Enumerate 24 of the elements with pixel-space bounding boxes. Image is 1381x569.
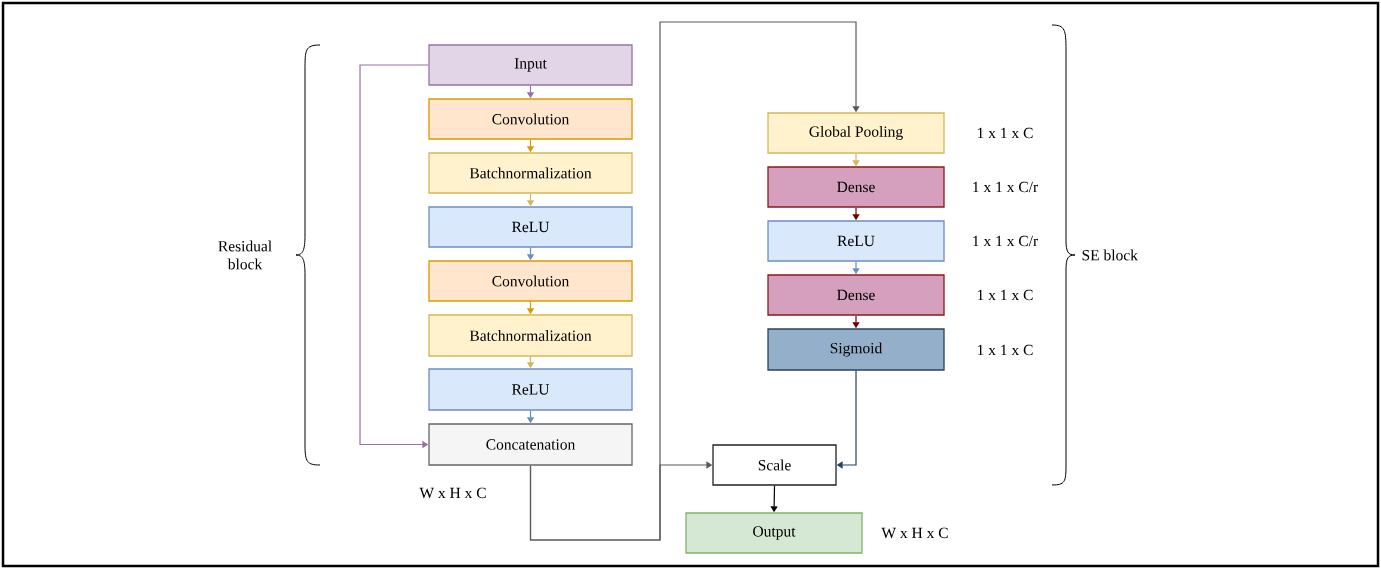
layer-box: ReLU	[428, 368, 633, 411]
dimension-label: 1 x 1 x C/r	[973, 181, 1038, 193]
brace-label: Residual block	[218, 240, 272, 270]
layer-box: Dense	[767, 166, 945, 208]
layer-box: Batchnormalization	[428, 314, 633, 357]
layer-box: Convolution	[428, 260, 633, 302]
layer-box: Global Pooling	[767, 112, 945, 154]
dimension-label: 1 x 1 x C	[977, 289, 1033, 301]
layer-box: Convolution	[428, 98, 633, 140]
layer-box: Dense	[767, 274, 945, 316]
layer-box: Scale	[712, 444, 837, 486]
brace-label: SE block	[1082, 249, 1138, 261]
layer-box: Concatenation	[428, 423, 633, 466]
dimension-label: W x H x C	[419, 487, 486, 499]
layer-box: Sigmoid	[767, 328, 945, 371]
layer-box: Batchnormalization	[428, 152, 633, 194]
layer-box: Input	[428, 44, 633, 86]
layer-box: ReLU	[767, 220, 945, 262]
layer-box: ReLU	[428, 206, 633, 248]
dimension-label: 1 x 1 x C	[977, 127, 1033, 139]
layer-box: Output	[685, 512, 863, 554]
dimension-label: 1 x 1 x C/r	[973, 235, 1038, 247]
dimension-label: 1 x 1 x C	[977, 344, 1033, 356]
dimension-label: W x H x C	[881, 527, 948, 539]
